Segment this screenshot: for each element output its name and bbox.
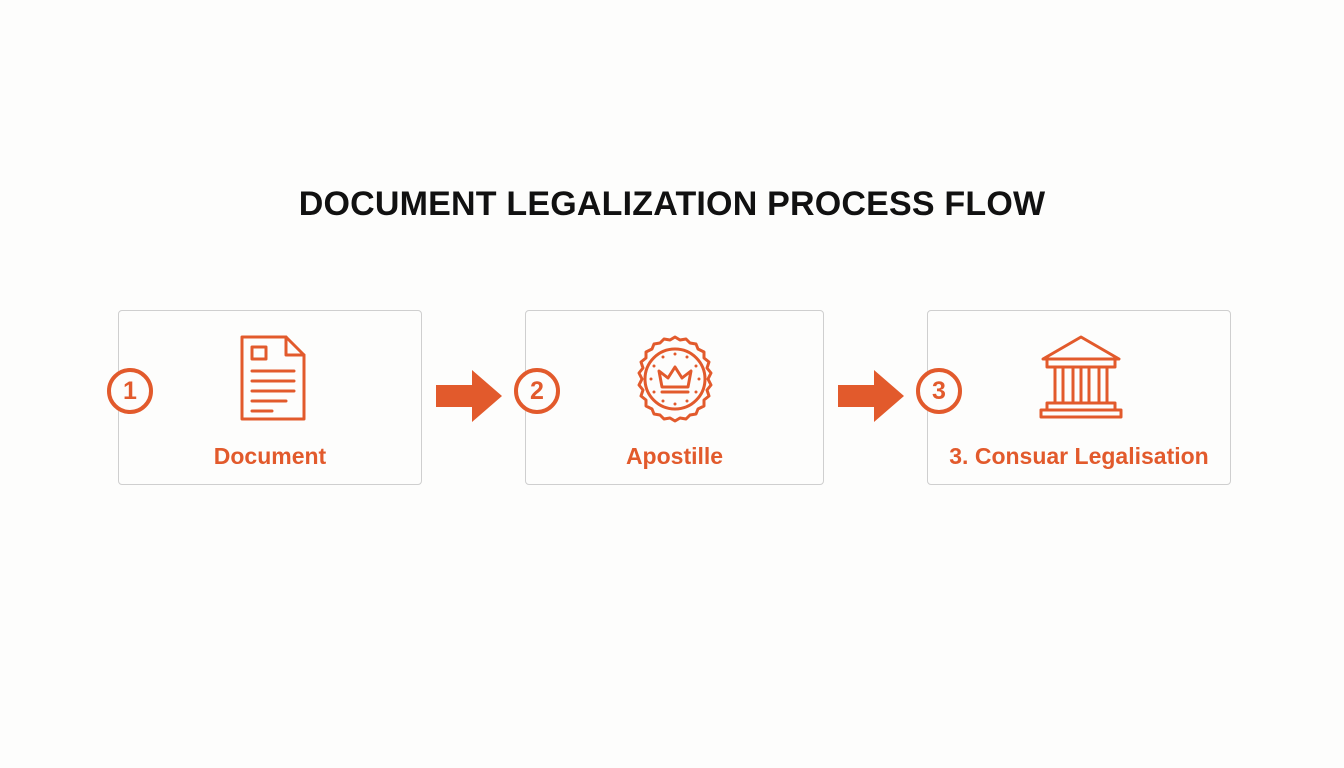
seal-icon [637, 335, 713, 423]
step-label-consular-legalisation: 3. Consuar Legalisation [949, 443, 1209, 469]
diagram-title: DOCUMENT LEGALIZATION PROCESS FLOW [298, 185, 1046, 223]
step-number-badge-3: 3 [915, 367, 963, 415]
circle-icon [916, 368, 962, 414]
step-number-2: 2 [530, 377, 544, 405]
step-number-1: 1 [123, 377, 137, 405]
step-box-apostille: Apostille [525, 310, 824, 485]
step-number-badge-1: 1 [106, 367, 154, 415]
step-box-document: Document [118, 310, 422, 485]
government-building-icon [1039, 335, 1123, 419]
document-icon [240, 335, 306, 421]
step-label-document: Document [213, 443, 327, 469]
step-box-consular-legalisation: 3. Consuar Legalisation [927, 310, 1231, 485]
arrow-right-icon [838, 370, 904, 422]
arrow-right-icon [436, 370, 502, 422]
circle-icon [514, 368, 560, 414]
step-label-apostille: Apostille [625, 443, 724, 469]
circle-icon [107, 368, 153, 414]
step-number-3: 3 [932, 377, 946, 405]
step-number-badge-2: 2 [513, 367, 561, 415]
